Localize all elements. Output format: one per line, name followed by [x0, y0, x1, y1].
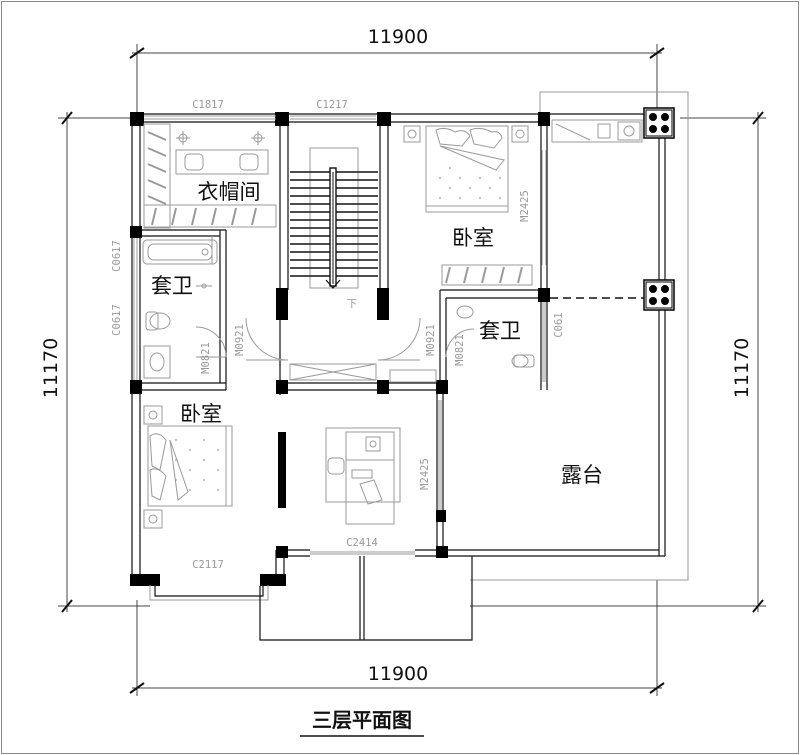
- windows: [133, 115, 547, 601]
- room-label-bath-east: 套卫: [479, 319, 521, 343]
- tag-c2117: C2117: [192, 559, 224, 571]
- cloakroom-furniture: [143, 123, 277, 229]
- dimension-right: 11170: [470, 111, 766, 613]
- terrace-column-ne: [643, 107, 675, 139]
- tag-c0617-a: C0617: [111, 240, 123, 272]
- tag-m2425-top: M2425: [519, 190, 531, 222]
- tag-m0821-east: M0821: [454, 334, 466, 366]
- terrace-corner-fixtures: [551, 119, 643, 143]
- drawing-title: 三层平面图: [312, 708, 412, 732]
- tag-c061-east: C061: [553, 312, 565, 337]
- dimension-right-label: 11170: [731, 338, 753, 398]
- room-label-terrace: 露台: [561, 463, 603, 487]
- tag-m2425-mid: M2425: [419, 458, 431, 490]
- room-label-bedroom-ne: 卧室: [452, 226, 494, 250]
- tag-c1817: C1817: [192, 99, 224, 111]
- tag-c1217: C1217: [316, 99, 348, 111]
- study-furniture: [278, 427, 401, 525]
- tag-c0617-b: C0617: [111, 304, 123, 336]
- landing-doors: [195, 317, 475, 383]
- room-label-bedroom-sw: 卧室: [180, 402, 222, 426]
- dimension-bottom: 11900: [129, 580, 665, 696]
- bath-west-fixtures: [142, 236, 218, 379]
- dimension-top-label: 11900: [368, 26, 428, 48]
- dimension-top: 11900: [129, 26, 665, 118]
- bath-east-fixtures: [456, 305, 535, 368]
- stair-direction-label: 下: [347, 298, 358, 310]
- stair: 下: [290, 147, 378, 310]
- room-label-bath-west: 套卫: [151, 274, 193, 298]
- terrace-column-mid: [643, 279, 675, 311]
- tag-m0921-east: M0921: [425, 324, 437, 356]
- tag-m0921-west: M0921: [234, 324, 246, 356]
- terrace-parapet-outline: [470, 91, 689, 581]
- dimension-bottom-label: 11900: [368, 663, 428, 685]
- bedroom-ne-furniture: [403, 125, 533, 286]
- room-label-cloakroom: 衣帽间: [198, 180, 261, 204]
- dimension-left-label: 11170: [40, 338, 62, 398]
- structural-columns: [130, 112, 550, 586]
- lower-balcony: [259, 556, 473, 641]
- dimension-left: 11170: [40, 111, 150, 613]
- tag-m0821-west: M0821: [200, 342, 212, 374]
- tag-c2414: C2414: [346, 537, 378, 549]
- bedroom-sw-furniture: [143, 405, 233, 529]
